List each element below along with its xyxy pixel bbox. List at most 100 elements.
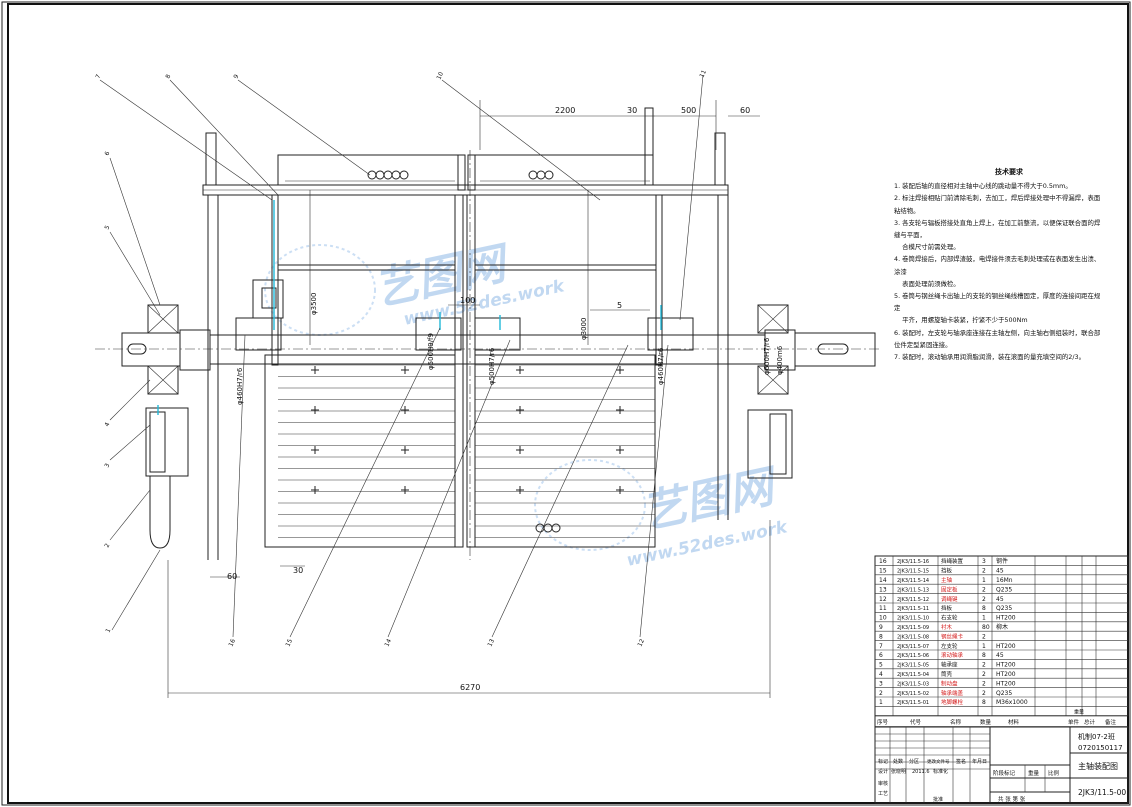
bom-code: 2JK3/11.5-11	[897, 606, 929, 612]
rope-coils-right	[480, 170, 650, 182]
bom-no: 14	[879, 577, 887, 584]
bom-name: 滚动轴承	[941, 651, 964, 659]
rope-coils-bottom	[535, 523, 561, 533]
tb-label-sign: 签名	[956, 758, 966, 765]
title-block: 机制07-2班 0720150117 主轴装配图 2JK3/11.5-00 阶段…	[874, 726, 1129, 804]
notes-title: 技术要求	[995, 168, 1023, 176]
bom-name: 左支轮	[941, 642, 958, 650]
bom-no: 9	[879, 624, 883, 631]
bom-header-code: 代号	[910, 718, 922, 726]
bom-header-total_weight: 总计	[1084, 718, 1096, 726]
tb-scale: 比例	[1048, 769, 1060, 777]
fit-460-right: φ460H7/r6	[657, 347, 665, 385]
dimension-texts: 2200 30 500 60 100 5 60 30 6270 φ3500 φ3…	[227, 106, 784, 692]
dim-6270: 6270	[460, 683, 480, 692]
bom-qty: 8	[982, 699, 986, 706]
bom-code: 2JK3/11.5-14	[897, 578, 929, 584]
bom-material: 45	[996, 652, 1004, 659]
balloon-10: 10	[435, 71, 445, 81]
bom-code: 2JK3/11.5-10	[897, 616, 929, 622]
bom-header-weight: 重量	[1074, 708, 1084, 715]
drum-lagging-lines	[278, 364, 655, 538]
bom-no: 8	[879, 633, 883, 640]
hubs	[235, 279, 694, 351]
balloon-12: 12	[636, 638, 646, 648]
cyan-highlights	[157, 200, 662, 415]
bom-qty: 1	[982, 643, 986, 650]
watermark: 艺图网 www.52des.work 艺图网 www.52des.work	[264, 237, 791, 571]
bom-code: 2JK3/11.5-08	[897, 634, 929, 640]
bom-qty: 2	[982, 680, 986, 687]
bom-qty: 8	[982, 652, 986, 659]
bom-no: 10	[879, 615, 887, 622]
balloon-2: 2	[103, 542, 111, 549]
dim-30-top: 30	[627, 106, 637, 115]
left-key-slot	[127, 343, 147, 355]
bom-name: 主轴	[941, 576, 953, 584]
left-bearing-assembly	[145, 304, 189, 549]
bom-material: Q235	[996, 690, 1012, 697]
bom-qty: 2	[982, 586, 986, 593]
bom-no: 4	[879, 671, 883, 678]
note-item-5: 5. 卷筒与钢丝绳卡出轴上的支轮的钢丝绳线槽固定，厚度的连接间距在规定 平齐，用…	[894, 292, 1101, 325]
tb-review: 审核	[878, 780, 888, 787]
note-item-4: 4. 卷筒焊接后，内部焊渣鼓，电焊接件须去毛刺处理或在表面发生出渍、涂漆 表面处…	[894, 255, 1101, 288]
bom-name: 轴承端盖	[941, 689, 964, 697]
note-item-6: 6. 装配时，左支轮与轴承座连接在主轴左侧，向主轴右侧组装时，联合部位件定型紧固…	[894, 328, 1101, 349]
bom-header-no: 序号	[877, 718, 889, 726]
bom-qty: 1	[982, 615, 986, 622]
balloon-8: 8	[164, 73, 172, 80]
bom-no: 2	[879, 690, 883, 697]
bom-no: 7	[879, 643, 883, 650]
bom-name: 右支轮	[941, 614, 958, 622]
fit-500r6: φ500H7/r6	[488, 347, 496, 385]
tb-std: 标准化	[933, 768, 948, 775]
technical-requirements: 技术要求 1. 装配后轴的直径相对主轴中心线的跳动量不得大于0.5mm。 2. …	[894, 166, 1104, 363]
bom-header-remark: 备注	[1105, 718, 1117, 726]
bom-material: HT200	[996, 662, 1016, 669]
tb-date: 2011.6	[912, 769, 930, 775]
bom-no: 6	[879, 652, 883, 659]
bom-name: 制动盘	[941, 679, 958, 687]
fit-600: φ600H7/r6	[763, 337, 771, 375]
bom-code: 2JK3/11.5-16	[897, 559, 929, 565]
right-bearing-assembly	[747, 304, 793, 479]
balloon-3: 3	[103, 462, 111, 469]
bom-code: 2JK3/11.5-09	[897, 625, 929, 631]
dim-60-bottom: 60	[227, 572, 237, 581]
dim-2200: 2200	[555, 106, 575, 115]
balloons: 1 2 3 4 5 6 7 8 9 10 11 12 13 14 15 16	[94, 69, 708, 648]
bom-header-unit_weight: 单件	[1068, 718, 1080, 726]
bom-material: 45	[996, 568, 1004, 575]
bom-name: 固定板	[941, 585, 958, 593]
bom-qty: 2	[982, 596, 986, 603]
bom-no: 3	[879, 680, 883, 687]
dim-30-bottom: 30	[293, 566, 303, 575]
balloon-15: 15	[284, 638, 294, 648]
tb-class: 机制07-2班	[1078, 732, 1115, 741]
bom-material: 45	[996, 596, 1004, 603]
tb-label-change: 更改文件号	[927, 758, 950, 765]
dim-5: 5	[617, 301, 622, 310]
bom-qty: 2	[982, 568, 986, 575]
bom-header-mat: 材料	[1008, 718, 1020, 726]
leader-lines	[99, 74, 704, 638]
bom-name: 地脚螺栓	[941, 698, 964, 706]
drawing-frame-inner	[7, 3, 1129, 804]
dimension-lines	[167, 100, 771, 698]
bom-material: HT200	[996, 643, 1016, 650]
bom-code: 2JK3/11.5-15	[897, 569, 929, 575]
note-item-7: 7. 装配时，滚动轴承用润滑脂润滑，装在滚面的量充填空间的2/3。	[894, 353, 1085, 362]
balloon-11: 11	[698, 69, 708, 79]
bom-qty: 8	[982, 605, 986, 612]
bom-code: 2JK3/11.5-13	[897, 587, 929, 593]
bom-no: 15	[879, 568, 887, 575]
bom-no: 1	[879, 699, 883, 706]
dim-500: 500	[681, 106, 696, 115]
bom-material: Q235	[996, 605, 1012, 612]
bom-qty: 1	[982, 577, 986, 584]
bom-header-name: 名称	[950, 718, 962, 726]
tb-label-zone: 分区	[909, 758, 919, 765]
bom-header-qty: 数量	[980, 718, 992, 726]
